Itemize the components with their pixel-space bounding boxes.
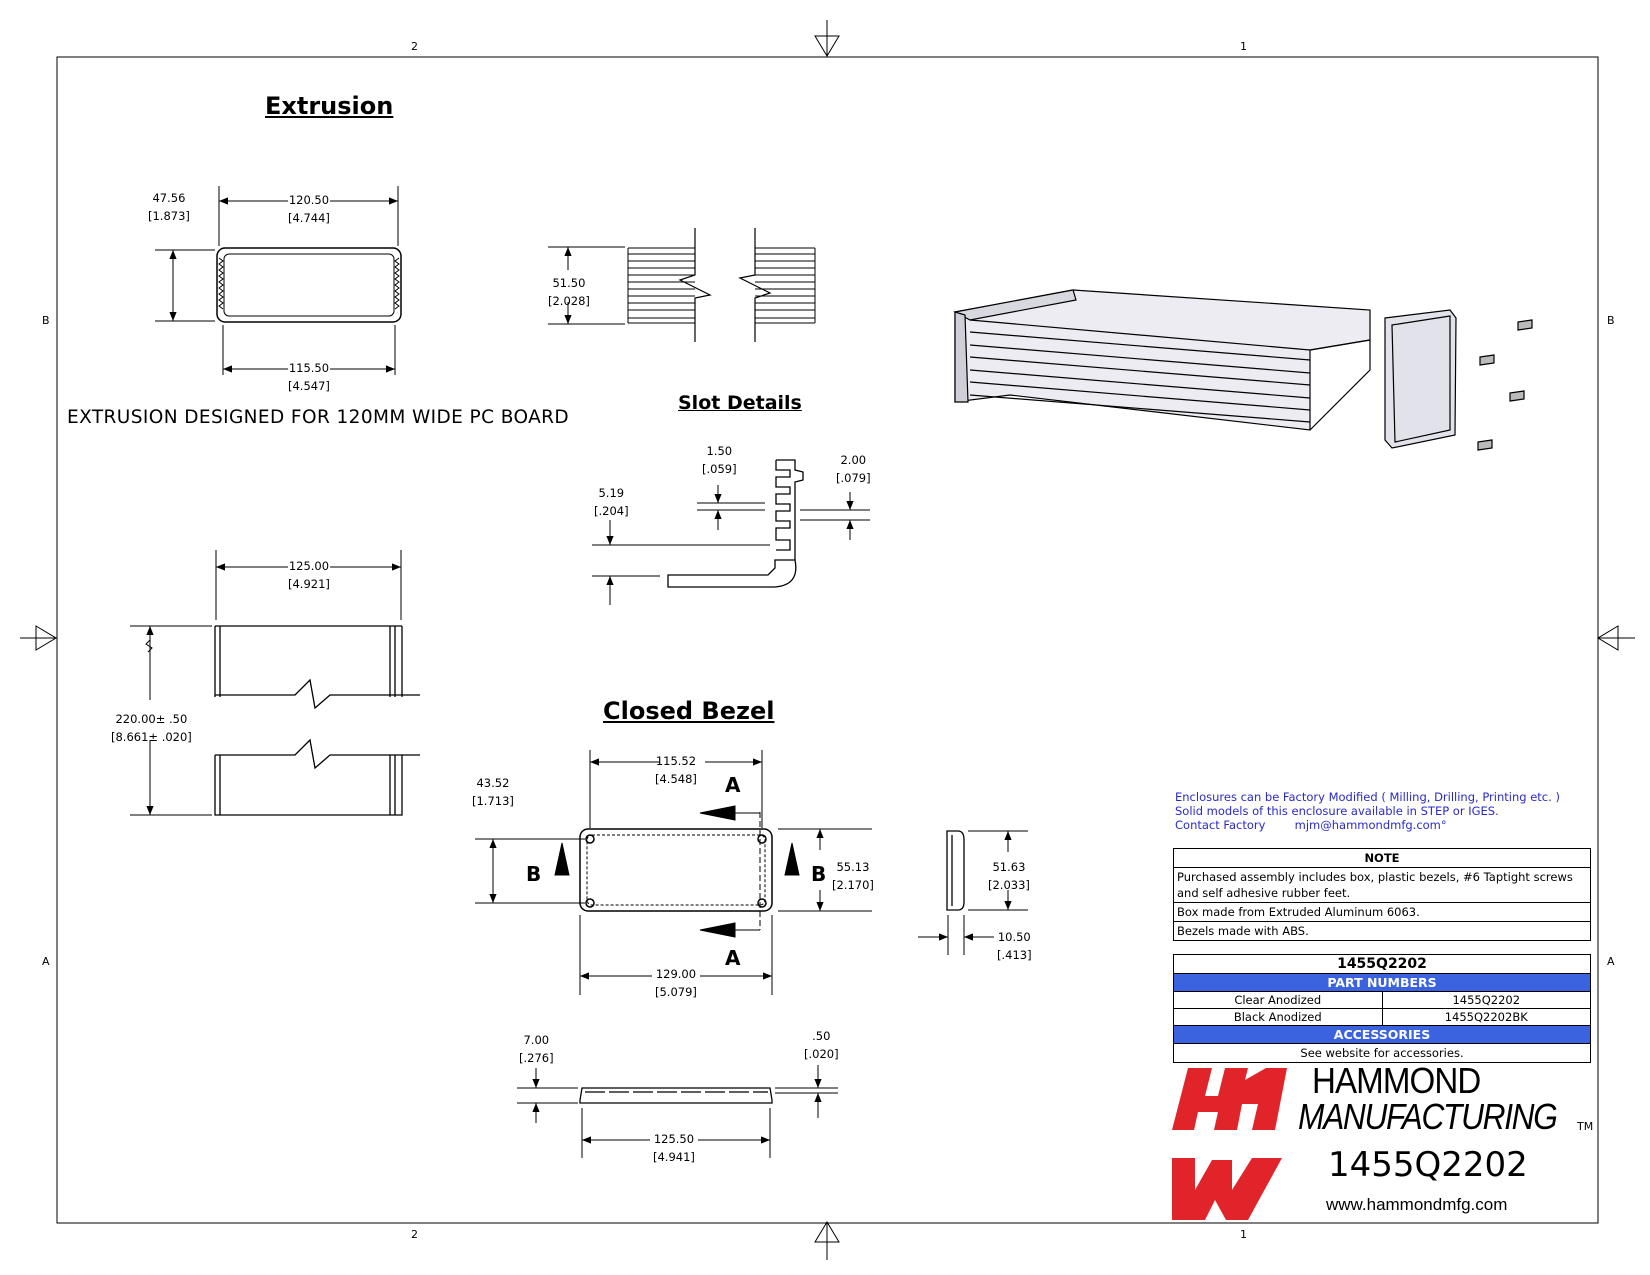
- dim-side-length: 220.00± .50[8.661± .020]: [111, 712, 192, 744]
- closed-bezel-title: Closed Bezel: [603, 697, 775, 725]
- section-mark-b-left: B: [526, 862, 542, 886]
- extrusion-profile: [216, 247, 402, 323]
- extrusion-title: Extrusion: [265, 92, 394, 120]
- section-mark-b-right: B: [811, 862, 827, 886]
- center-mark-left: [20, 625, 57, 651]
- part-row: Black Anodized 1455Q2202BK: [1174, 1009, 1590, 1026]
- center-mark-top: [814, 20, 840, 57]
- zone-label-bottom-2: 2: [411, 1228, 418, 1241]
- brand-name-line-1: HAMMOND: [1312, 1060, 1481, 1101]
- dim-bezel-side-height: 51.63[2.033]: [988, 860, 1030, 892]
- part-numbers-table: 1455Q2202 PART NUMBERS Clear Anodized 14…: [1173, 954, 1591, 1063]
- note-header: NOTE: [1364, 851, 1400, 865]
- dim-ext-height: 47.56[1.873]: [148, 191, 190, 223]
- brand-trademark: TM: [1577, 1120, 1594, 1133]
- zone-label-left-b: B: [42, 314, 50, 327]
- part-number: 1455Q2202BK: [1444, 1010, 1528, 1024]
- part-numbers-band: PART NUMBERS: [1174, 974, 1590, 992]
- enclosure-3d-view: [953, 289, 1533, 451]
- slot-details-title: Slot Details: [678, 392, 802, 414]
- zone-label-top-2: 2: [411, 40, 418, 53]
- factory-info-line-2: Solid models of this enclosure available…: [1175, 804, 1499, 818]
- dim-bezel-length: 125.50[4.941]: [653, 1132, 695, 1164]
- dim-bezel-side-depth: 10.50[.413]: [997, 930, 1032, 962]
- dim-bezel-thickness: 7.00[.276]: [519, 1033, 554, 1065]
- dim-slot-side: 51.50[2.028]: [548, 276, 590, 308]
- center-mark-bottom: [814, 1221, 840, 1260]
- part-finish: Black Anodized: [1174, 1009, 1383, 1025]
- dim-ext-width-bottom: 115.50[4.547]: [288, 361, 330, 393]
- accessories-text: See website for accessories.: [1300, 1046, 1464, 1060]
- factory-contact: Contact Factory mjm@hammondmfg.com°: [1175, 818, 1447, 832]
- part-table-title: 1455Q2202: [1174, 955, 1590, 974]
- extrusion-pcb-note: EXTRUSION DESIGNED FOR 120MM WIDE PC BOA…: [67, 407, 570, 428]
- bezel-bottom-view: [579, 1087, 773, 1104]
- dim-bezel-height-outer: 55.13[2.170]: [832, 860, 874, 892]
- note-table: NOTE Purchased assembly includes box, pl…: [1173, 848, 1591, 941]
- extrusion-side-view: [214, 625, 420, 816]
- bezel-side-view: [946, 830, 965, 911]
- note-line-1: Purchased assembly includes box, plastic…: [1174, 867, 1590, 902]
- zone-label-bottom-1: 1: [1240, 1228, 1247, 1241]
- note-line-2: Box made from Extruded Aluminum 6063.: [1174, 902, 1590, 921]
- part-finish: Clear Anodized: [1174, 992, 1383, 1008]
- section-mark-a-bottom: A: [725, 946, 741, 970]
- dim-slot-c: 5.19[.204]: [594, 486, 629, 518]
- dim-slot-a: 1.50[.059]: [702, 444, 737, 476]
- dim-ext-width-top: 120.50[4.744]: [288, 193, 330, 225]
- zone-label-left-a: A: [42, 955, 50, 968]
- note-line-3: Bezels made with ABS.: [1174, 921, 1590, 940]
- dim-bezel-width-bottom: 129.00[5.079]: [655, 967, 697, 999]
- dim-bezel-width-top: 115.52[4.548]: [655, 754, 697, 786]
- zone-label-top-1: 1: [1240, 40, 1247, 53]
- section-mark-a-top: A: [725, 773, 741, 797]
- brand-website-link[interactable]: www.hammondmfg.com: [1326, 1195, 1508, 1214]
- dim-side-width: 125.00[4.921]: [288, 559, 330, 591]
- brand-part-number: 1455Q2202: [1328, 1145, 1528, 1185]
- accessories-band: ACCESSORIES: [1174, 1026, 1590, 1044]
- dim-bezel-lip: .50[.020]: [804, 1029, 839, 1061]
- part-number: 1455Q2202: [1452, 993, 1521, 1007]
- dim-slot-b: 2.00[.079]: [836, 453, 871, 485]
- hammond-logo-icon: [1172, 1068, 1287, 1220]
- factory-info-line-1: Enclosures can be Factory Modified ( Mil…: [1175, 790, 1560, 804]
- zone-label-right-a: A: [1607, 955, 1615, 968]
- side-break-view: [627, 228, 816, 342]
- zone-label-right-b: B: [1607, 314, 1615, 327]
- slot-detail-profile: [667, 459, 804, 588]
- closed-bezel-front: [579, 828, 773, 912]
- center-mark-right: [1597, 625, 1635, 651]
- brand-name-line-2: MANUFACTURING: [1298, 1096, 1558, 1137]
- dim-bezel-height-inner: 43.52[1.713]: [472, 776, 514, 808]
- part-row: Clear Anodized 1455Q2202: [1174, 992, 1590, 1009]
